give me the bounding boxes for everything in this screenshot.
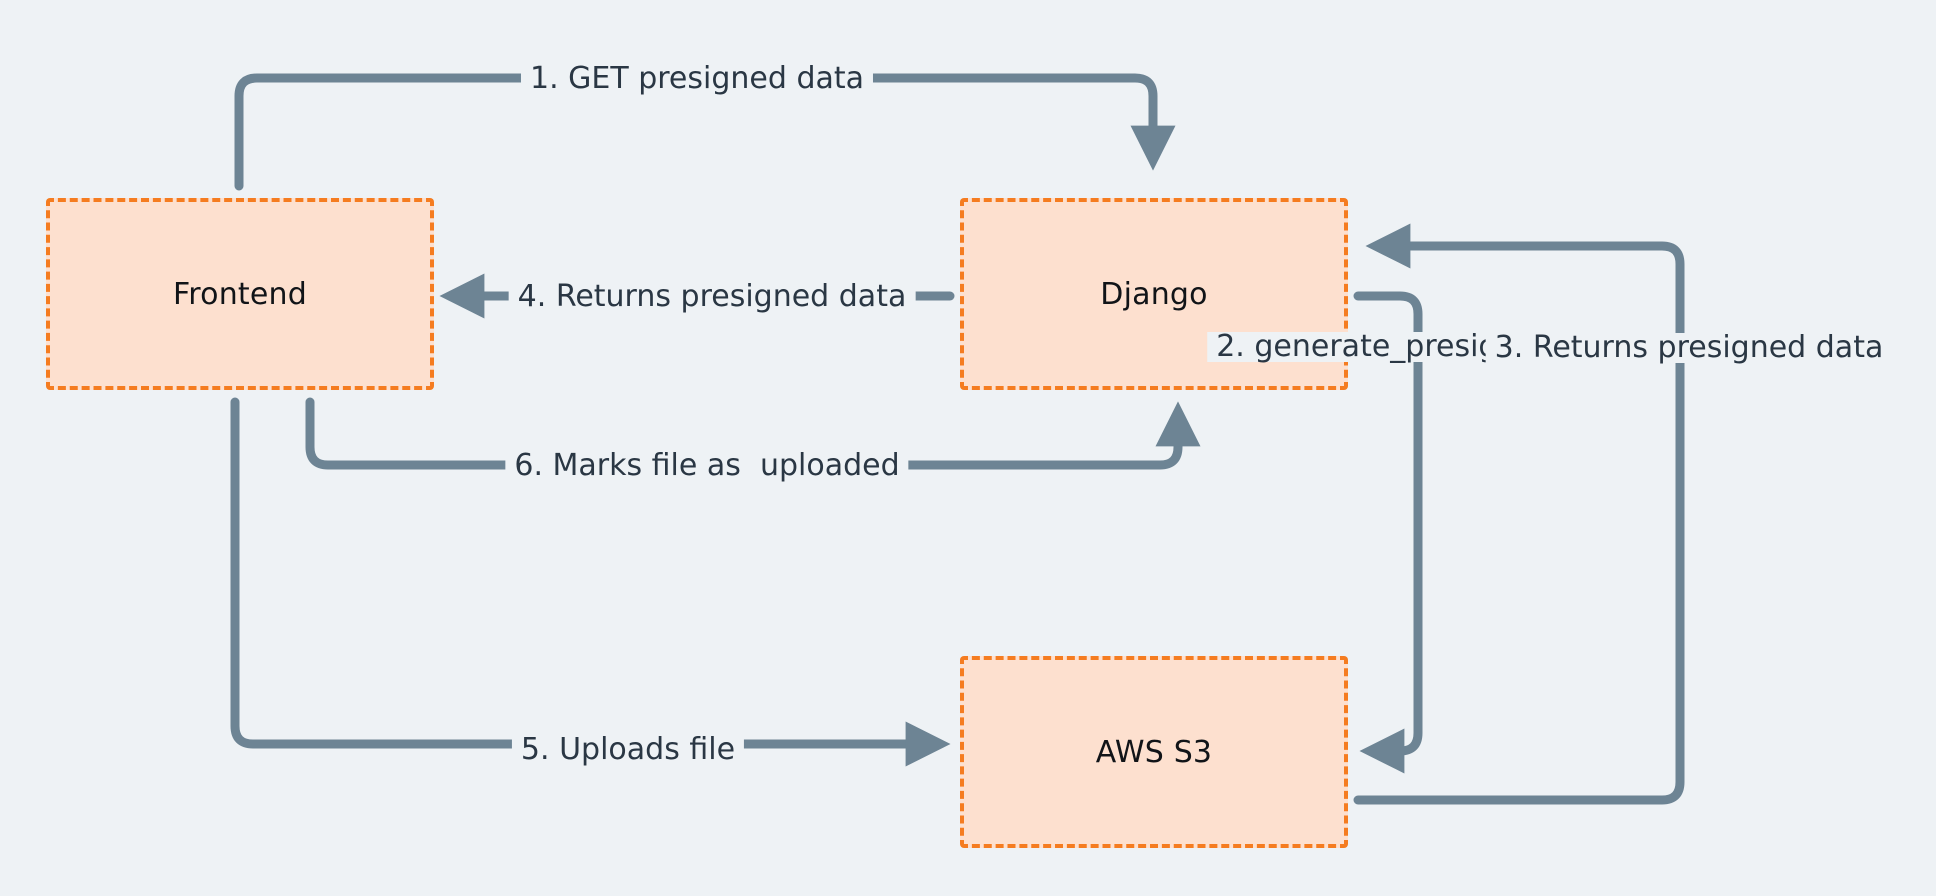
node-frontend[interactable]: Frontend bbox=[46, 198, 434, 390]
edge-label-5: 5. Uploads file bbox=[511, 735, 745, 765]
edge-5-path bbox=[230, 397, 951, 767]
node-aws-s3-label: AWS S3 bbox=[1095, 734, 1213, 770]
node-django-label: Django bbox=[1100, 276, 1208, 312]
edge-label-6: 6. Marks file as uploaded bbox=[505, 451, 909, 481]
edge-3-path bbox=[1353, 223, 1685, 805]
node-frontend-label: Frontend bbox=[173, 276, 307, 312]
edge-label-1: 1. GET presigned data bbox=[520, 64, 874, 94]
node-aws-s3[interactable]: AWS S3 bbox=[960, 656, 1348, 848]
edge-label-3: 3. Returns presigned data bbox=[1485, 333, 1893, 363]
edge-2-path bbox=[1353, 291, 1423, 774]
edge-label-4: 4. Returns presigned data bbox=[508, 282, 916, 312]
